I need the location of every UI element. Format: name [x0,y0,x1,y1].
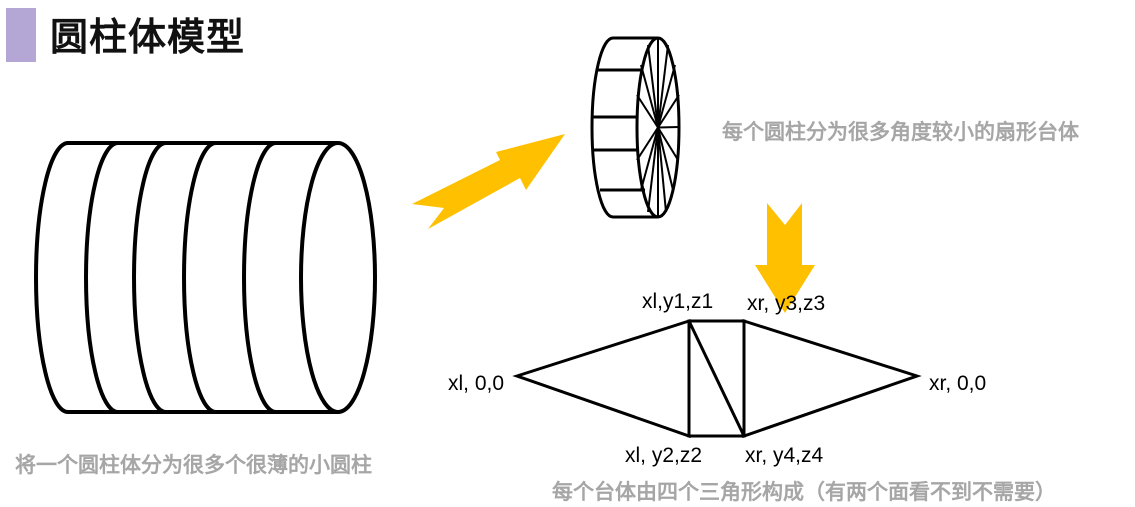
disk-segment-lines [593,68,645,192]
cylinder-outline [68,141,338,414]
triangles-caption: 每个台体由四个三角形构成（有两个面看不到不需要） [552,480,1056,504]
slice-edge [132,141,167,414]
sliced-cylinder [34,141,377,414]
slices-caption: 将一个圆柱体分为很多个很薄的小圆柱 [15,453,372,477]
coord-top-left: xl,y1,z1 [642,290,714,313]
right-triangle [742,318,922,439]
down-arrow-icon [755,203,815,313]
slice-edge [182,141,217,414]
disk-back-edge [590,36,614,219]
coord-top-right: xr, y3,z3 [747,292,826,315]
slice-edge [84,141,119,414]
cylinder-left-edge [34,141,69,414]
disk-rim [613,36,658,219]
middle-diagonal [687,320,746,437]
left-triangle [512,318,691,439]
frustum-triangles [512,318,922,439]
title-accent-bar [6,8,36,62]
coord-bottom-left: xl, y2,z2 [625,444,703,467]
coord-right-apex: xr, 0,0 [929,372,987,395]
lightning-arrow-icon [412,134,565,229]
cylinder-end-face [299,141,377,414]
sector-disk [590,36,681,219]
disk-sector-spokes [636,38,680,217]
sector-caption: 每个圆柱分为很多角度较小的扇形台体 [722,120,1079,144]
page-title: 圆柱体模型 [50,15,246,59]
coord-left-apex: xl, 0,0 [448,372,505,395]
coord-bottom-right: xr, y4,z4 [745,444,824,467]
slice-edge [242,141,277,414]
